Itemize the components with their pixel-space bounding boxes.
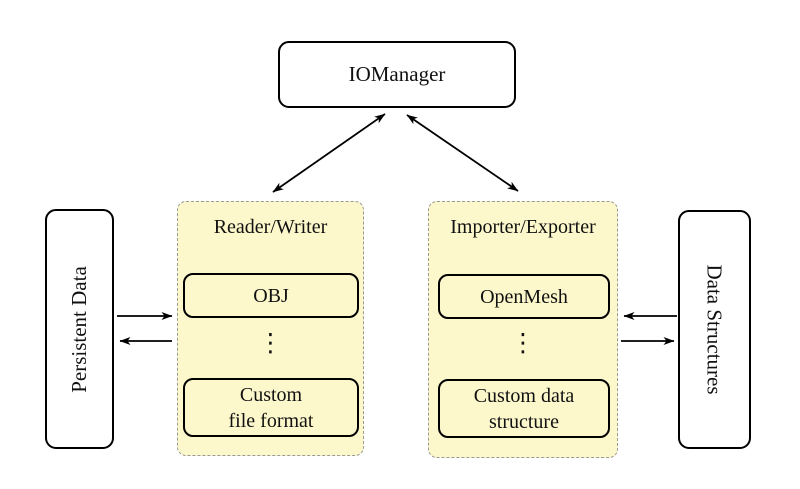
arrow-iomanager-importerexporter <box>406 114 519 192</box>
custom-file-format-line1: Custom <box>239 383 303 406</box>
obj-node: OBJ <box>183 273 359 318</box>
arrow-iomanager-readerwriter <box>272 113 386 193</box>
persistent-data-node: Persistent Data <box>45 209 114 449</box>
data-structures-node: Data Structures <box>678 210 751 449</box>
iomanager-node: IOManager <box>278 41 516 108</box>
vertical-ellipsis-icon: ⋮ <box>258 328 283 357</box>
obj-label: OBJ <box>253 284 289 307</box>
openmesh-label: OpenMesh <box>480 285 568 308</box>
openmesh-node: OpenMesh <box>438 274 610 319</box>
custom-file-format-node: Custom file format <box>183 378 359 437</box>
custom-data-structure-line1: Custom data <box>473 384 575 407</box>
vertical-ellipsis-icon: ⋮ <box>510 328 536 357</box>
persistent-data-label: Persistent Data <box>67 265 91 393</box>
reader-writer-title: Reader/Writer <box>213 216 328 238</box>
iomanager-label: IOManager <box>348 62 446 86</box>
importer-exporter-group: Importer/Exporter OpenMesh ⋮ Custom data… <box>428 201 618 458</box>
importer-exporter-title: Importer/Exporter <box>450 216 596 238</box>
custom-data-structure-line2: structure <box>489 410 559 433</box>
custom-data-structure-node: Custom data structure <box>438 379 610 438</box>
data-structures-label: Data Structures <box>703 264 728 395</box>
reader-writer-group: Reader/Writer OBJ ⋮ Custom file format <box>177 201 364 456</box>
custom-file-format-line2: file format <box>228 409 314 432</box>
